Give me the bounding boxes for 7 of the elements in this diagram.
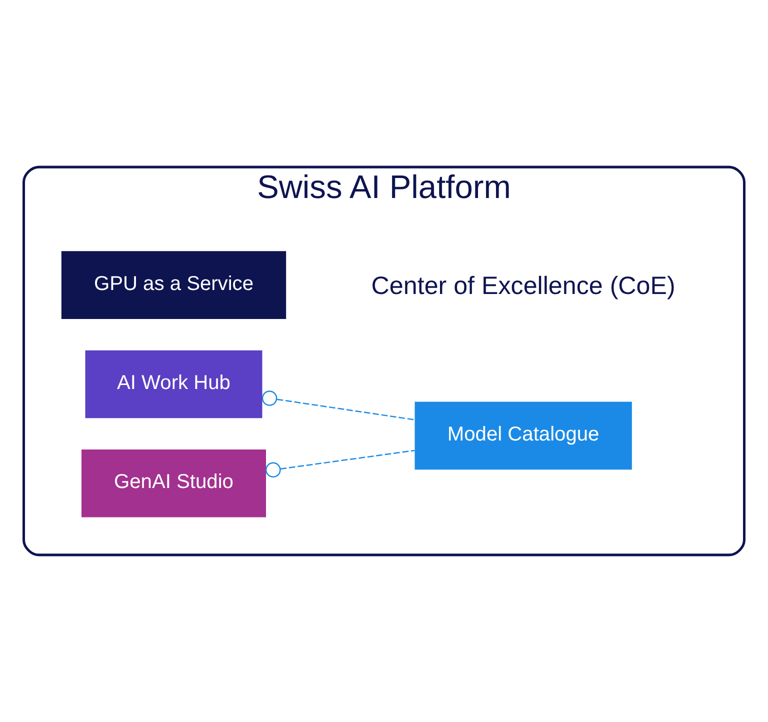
node-box: AI Work Hub: [85, 350, 262, 418]
node-box: GPU as a Service: [61, 251, 286, 319]
label: Center of Excellence (CoE): [371, 272, 676, 300]
node-box: GenAI Studio: [81, 450, 266, 518]
connector: [262, 390, 415, 420]
node-box: Model Catalogue: [414, 402, 632, 470]
connector: [266, 450, 415, 478]
